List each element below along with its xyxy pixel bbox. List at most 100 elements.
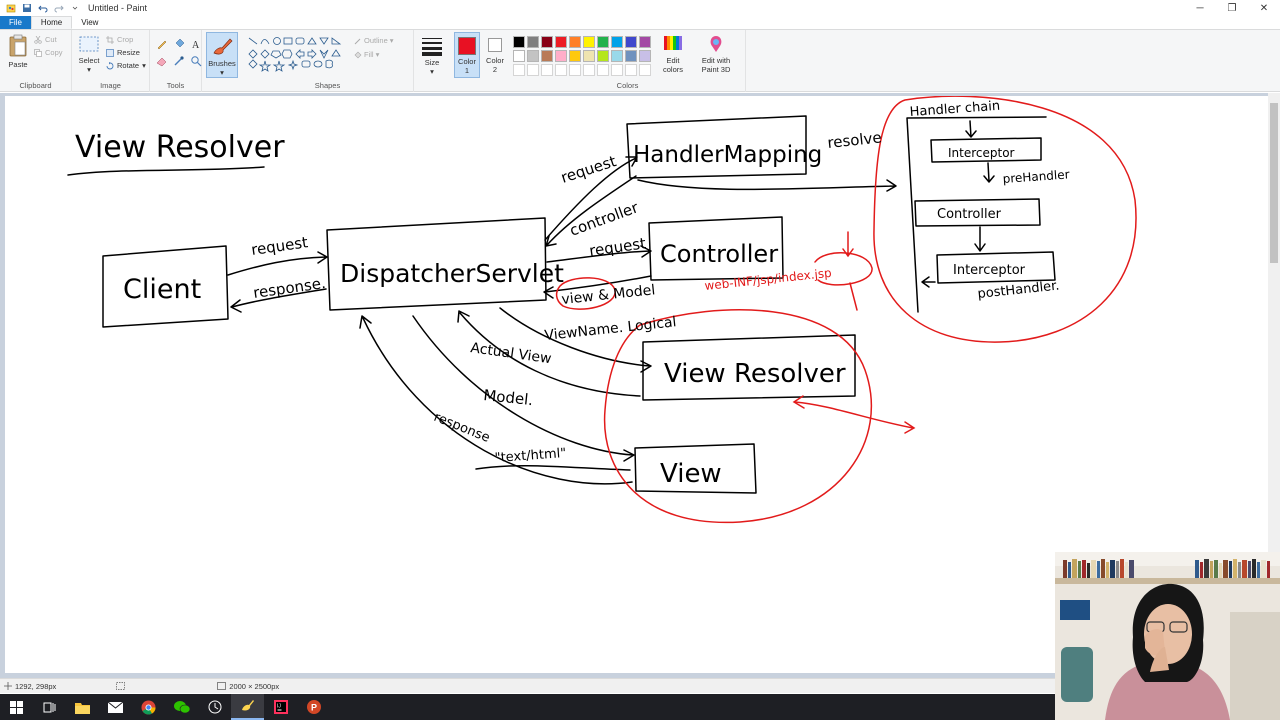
- selection-size: [116, 682, 126, 690]
- view-model-circle: [555, 277, 616, 310]
- scroll-thumb[interactable]: [1270, 103, 1278, 263]
- palette-swatch[interactable]: [625, 50, 637, 62]
- size-button[interactable]: Size ▾: [420, 36, 444, 76]
- eraser-icon[interactable]: [156, 55, 168, 67]
- task-view-button[interactable]: [33, 694, 66, 720]
- restore-button[interactable]: ❐: [1227, 2, 1237, 14]
- palette-swatch[interactable]: [597, 50, 609, 62]
- close-button[interactable]: ✕: [1259, 2, 1269, 14]
- color-picker-icon[interactable]: [173, 55, 185, 67]
- paste-button[interactable]: Paste: [6, 34, 30, 69]
- wechat-button[interactable]: [165, 694, 198, 720]
- palette-swatch[interactable]: [569, 50, 581, 62]
- prehandler-label: preHandler: [1002, 167, 1070, 186]
- palette-swatch[interactable]: [555, 64, 567, 76]
- minimize-button[interactable]: ─: [1196, 2, 1204, 14]
- intellij-button[interactable]: IJ: [264, 694, 297, 720]
- response-client-label: response.: [252, 274, 327, 302]
- copy-button[interactable]: Copy: [34, 48, 63, 57]
- file-explorer-button[interactable]: [66, 694, 99, 720]
- bookshelf: [1063, 559, 1270, 578]
- palette-swatch[interactable]: [527, 50, 539, 62]
- resize-button[interactable]: Resize: [106, 48, 146, 57]
- clock-app-button[interactable]: [198, 694, 231, 720]
- palette-swatch[interactable]: [513, 36, 525, 48]
- cut-button[interactable]: Cut: [34, 35, 63, 44]
- powerpoint-button[interactable]: P: [297, 694, 330, 720]
- save-icon[interactable]: [22, 3, 32, 13]
- handler-chain-label: Handler chain: [909, 99, 1000, 120]
- paint-taskbar-button[interactable]: [231, 694, 264, 720]
- palette-swatch[interactable]: [541, 64, 553, 76]
- palette-swatch[interactable]: [597, 36, 609, 48]
- palette-swatch[interactable]: [639, 36, 651, 48]
- chrome-button[interactable]: [132, 694, 165, 720]
- palette-swatch[interactable]: [541, 50, 553, 62]
- start-button[interactable]: [0, 694, 33, 720]
- copy-icon: [34, 48, 42, 57]
- magnifier-icon[interactable]: [190, 55, 202, 67]
- select-button[interactable]: Select ▾: [78, 36, 100, 74]
- palette-swatch[interactable]: [555, 36, 567, 48]
- arrow-actual-view: [457, 310, 641, 397]
- ribbon: Paste Cut Copy Clipboard Select ▾ Crop R…: [0, 30, 1280, 92]
- diagram: View Resolver Client DispatcherServlet H…: [67, 96, 1137, 524]
- palette-swatch[interactable]: [611, 50, 623, 62]
- palette-swatch[interactable]: [555, 50, 567, 62]
- palette-swatch[interactable]: [625, 36, 637, 48]
- brushes-button[interactable]: Brushes ▾: [206, 32, 238, 78]
- select-icon: [79, 36, 99, 52]
- color1-button[interactable]: Color 1: [454, 32, 480, 78]
- crop-button[interactable]: Crop: [106, 35, 146, 44]
- edit-with-paint3d-button[interactable]: Edit with Paint 3D: [694, 34, 738, 74]
- selection-icon: [116, 682, 126, 690]
- tab-home[interactable]: Home: [30, 16, 73, 29]
- tab-file[interactable]: File: [0, 16, 31, 29]
- outline-dropdown[interactable]: Outline▾: [354, 36, 394, 45]
- chain-arrow-2: [983, 162, 995, 183]
- arrow-hm-chain: [637, 179, 897, 192]
- cursor-position: 1292, 298px: [4, 682, 56, 691]
- palette-swatch[interactable]: [583, 36, 595, 48]
- palette-swatch[interactable]: [541, 36, 553, 48]
- palette-swatch[interactable]: [527, 36, 539, 48]
- palette-swatch[interactable]: [583, 64, 595, 76]
- undo-icon[interactable]: [38, 3, 48, 13]
- redo-icon[interactable]: [54, 3, 64, 13]
- palette-swatch[interactable]: [625, 64, 637, 76]
- color2-button[interactable]: Color 2: [482, 32, 508, 78]
- text-icon[interactable]: A: [190, 38, 202, 50]
- arrow-viewname: [499, 307, 652, 373]
- rotate-button[interactable]: Rotate▾: [106, 61, 146, 70]
- palette-swatch[interactable]: [513, 50, 525, 62]
- palette-swatch[interactable]: [583, 50, 595, 62]
- arrow-request-hm: [544, 156, 638, 241]
- customize-toolbar-icon[interactable]: [70, 3, 80, 13]
- select-dropdown-icon[interactable]: ▾: [87, 65, 91, 74]
- view-resolver-box: [642, 334, 856, 401]
- title-bar: Untitled - Paint ─ ❐ ✕: [0, 0, 1280, 16]
- palette-swatch[interactable]: [639, 64, 651, 76]
- palette-swatch[interactable]: [527, 64, 539, 76]
- chain-controller-box: [914, 198, 1041, 227]
- palette-swatch[interactable]: [639, 50, 651, 62]
- shapes-gallery[interactable]: [248, 36, 346, 74]
- active-colors-group: Color 1 Color 2: [452, 30, 510, 92]
- fill-dropdown[interactable]: Fill▾: [354, 50, 394, 59]
- palette-swatch[interactable]: [513, 64, 525, 76]
- response-view-label: response: [432, 410, 492, 446]
- palette-swatch[interactable]: [611, 64, 623, 76]
- arrow-client-response: [230, 288, 327, 313]
- fill-icon[interactable]: [173, 38, 185, 50]
- palette-swatch[interactable]: [611, 36, 623, 48]
- palette-swatch[interactable]: [569, 64, 581, 76]
- mail-button[interactable]: [99, 694, 132, 720]
- pencil-icon[interactable]: [156, 38, 168, 50]
- vertical-scrollbar[interactable]: [1268, 93, 1280, 678]
- palette-swatch[interactable]: [569, 36, 581, 48]
- edit-colors-button[interactable]: Edit colors: [658, 34, 688, 74]
- handler-mapping-label: HandlerMapping: [633, 142, 822, 168]
- palette-swatch[interactable]: [597, 64, 609, 76]
- canvas-size-icon: [217, 682, 227, 690]
- tab-view[interactable]: View: [81, 18, 99, 27]
